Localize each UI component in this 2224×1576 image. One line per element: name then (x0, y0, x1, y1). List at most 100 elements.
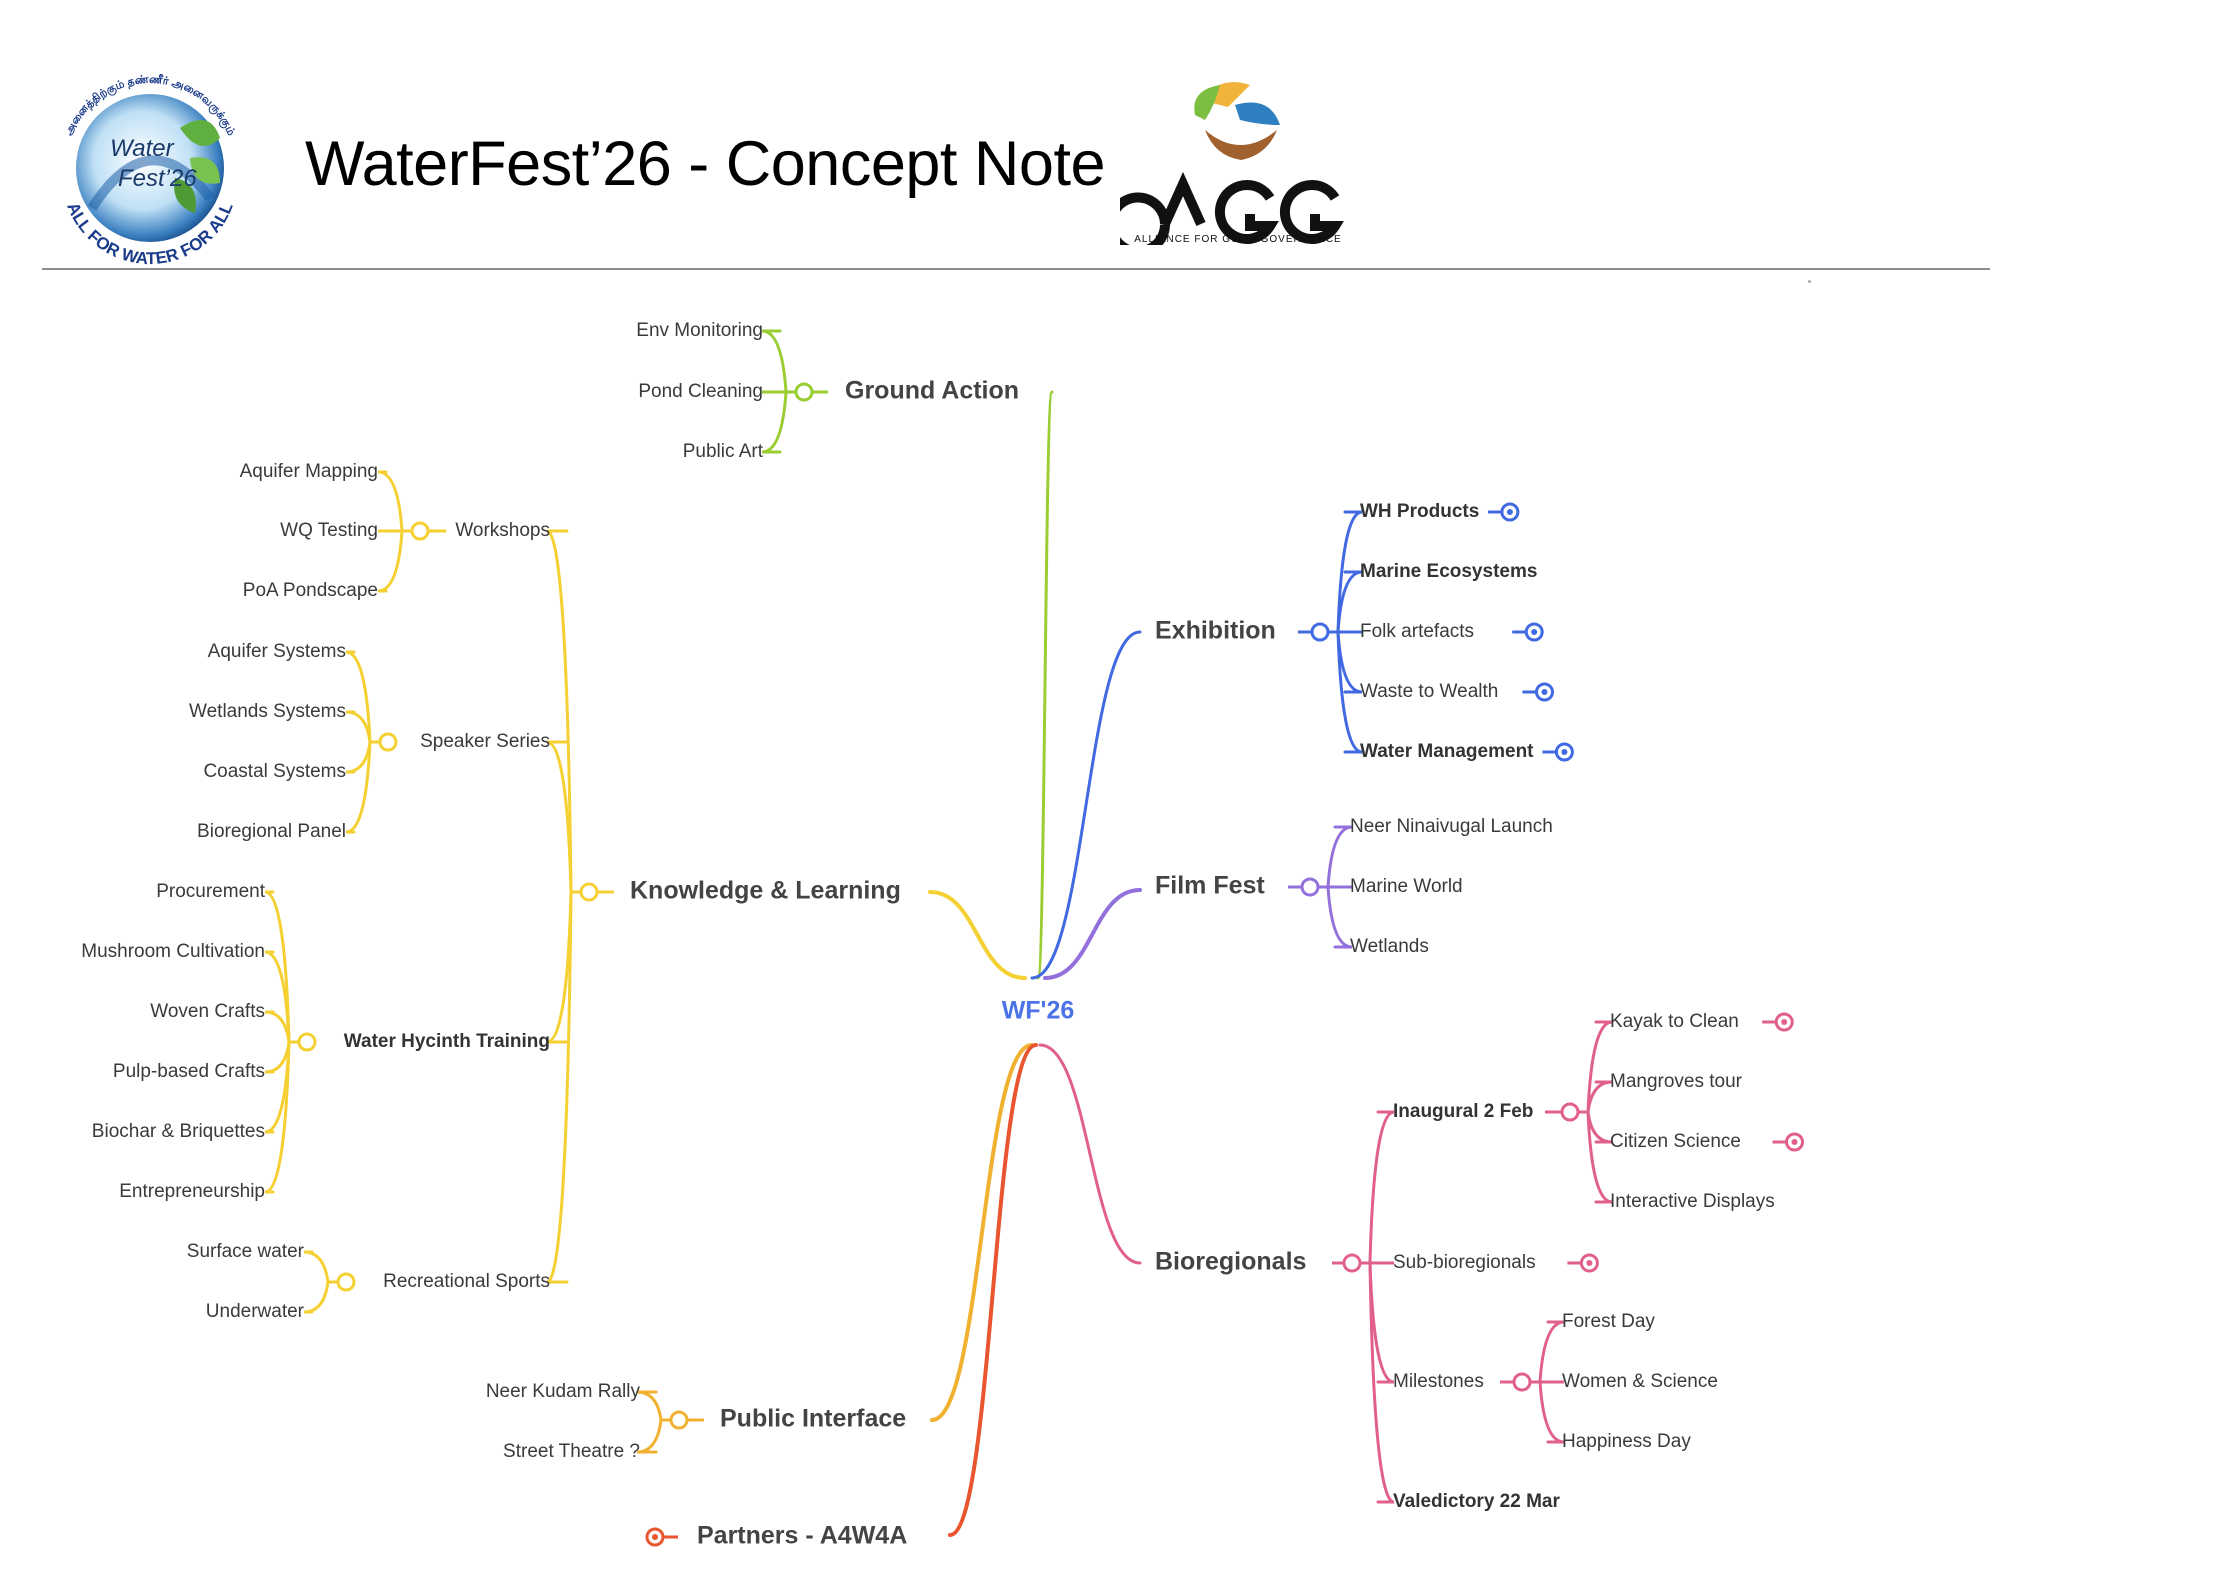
fan-line (761, 329, 806, 394)
exhibition-item: Folk artefacts (1360, 621, 1474, 642)
bioregionals-hub[interactable] (1342, 1253, 1362, 1273)
connector-line (1038, 1043, 1142, 1265)
partners-node: Partners - A4W4A (697, 1522, 907, 1550)
knowledge-leaf: Bioregional Panel (197, 821, 346, 842)
film-fest-node: Film Fest (1155, 872, 1265, 900)
fan-line (1318, 630, 1363, 754)
connector-line (930, 1043, 1034, 1422)
film-fest-item: Marine World (1350, 876, 1463, 897)
agg-caption: ALLIANCE FOR GOOD GOVERNANCE (1134, 234, 1341, 245)
fan-line (345, 740, 390, 834)
inaugural-item: Interactive Displays (1610, 1191, 1775, 1212)
knowledge-leaf: WQ Testing (280, 520, 378, 541)
public-interface-item: Neer Kudam Rally (486, 1381, 641, 1402)
ground-action-hub[interactable] (794, 382, 814, 402)
fan-line (546, 529, 591, 894)
logo-word-water: Water (110, 135, 175, 162)
link-icon-dot (1781, 1019, 1788, 1025)
knowledge-leaf: Procurement (156, 881, 265, 902)
knowledge-subtopic-hub[interactable] (336, 1272, 356, 1292)
fan-line (761, 390, 806, 454)
header-divider (42, 268, 1990, 270)
link-icon-dot (1531, 629, 1538, 635)
bioregionals-item: Sub-bioregionals (1393, 1252, 1536, 1273)
bioregionals-node: Bioregionals (1155, 1248, 1306, 1276)
knowledge-subtopic: Water Hycinth Training (344, 1031, 550, 1052)
fan-line (1308, 825, 1353, 889)
inaugural-hub[interactable] (1560, 1102, 1580, 1122)
exhibition-item: Waste to Wealth (1360, 681, 1498, 702)
knowledge-node: Knowledge & Learning (630, 877, 901, 905)
fan-line (264, 890, 309, 1044)
bioregionals-item: Valedictory 22 Mar (1393, 1491, 1560, 1512)
film-fest-item: Neer Ninaivugal Launch (1350, 816, 1553, 837)
knowledge-leaf: PoA Pondscape (243, 580, 378, 601)
link-icon-dot (1541, 689, 1548, 695)
fan-line (1520, 1380, 1565, 1444)
knowledge-leaf: Aquifer Mapping (240, 461, 378, 482)
logo-word-fest: Fest’26 (118, 165, 197, 192)
film-fest-hub[interactable] (1300, 877, 1320, 897)
knowledge-leaf: Aquifer Systems (208, 641, 346, 662)
exhibition-item: WH Products (1360, 501, 1479, 522)
knowledge-subtopic-hub[interactable] (410, 521, 430, 541)
agg-logo: ALLIANCE FOR GOOD GOVERNANCE (1106, 70, 1360, 257)
milestones-hub[interactable] (1512, 1372, 1532, 1392)
public-interface-node: Public Interface (720, 1405, 906, 1433)
exhibition-item: Marine Ecosystems (1360, 561, 1537, 582)
inaugural-item: Citizen Science (1610, 1131, 1741, 1152)
fan-line (1350, 1261, 1395, 1504)
knowledge-subtopic: Speaker Series (420, 731, 550, 752)
inaugural-item: Kayak to Clean (1610, 1011, 1739, 1032)
link-icon-dot (1586, 1260, 1593, 1266)
milestones-item: Happiness Day (1562, 1431, 1691, 1452)
knowledge-subtopic-hub[interactable] (378, 732, 398, 752)
exhibition-node: Exhibition (1155, 617, 1276, 645)
knowledge-subtopic: Workshops (455, 520, 550, 541)
fan-line (377, 529, 422, 593)
partners-link-dot (652, 1534, 658, 1540)
fan-line (377, 470, 422, 533)
fan-line (1350, 1110, 1395, 1265)
fan-line (546, 740, 591, 894)
connector-line (928, 890, 1027, 980)
fan-line (264, 1040, 309, 1194)
knowledge-leaf: Biochar & Briquettes (92, 1121, 265, 1142)
knowledge-leaf: Pulp-based Crafts (113, 1061, 265, 1082)
ground-action-node: Ground Action (845, 377, 1019, 405)
fan-line (1318, 570, 1363, 634)
bioregionals-item: Milestones (1393, 1371, 1484, 1392)
knowledge-leaf: Coastal Systems (203, 761, 346, 782)
ground-action-item: Pond Cleaning (638, 381, 763, 402)
link-icon-dot (1506, 509, 1513, 515)
fan-line (1568, 1110, 1613, 1204)
connector-line (1043, 888, 1142, 980)
knowledge-subtopic-hub[interactable] (297, 1032, 317, 1052)
fan-line (1520, 1320, 1565, 1384)
knowledge-leaf: Entrepreneurship (119, 1181, 265, 1202)
inaugural-item: Mangroves tour (1610, 1071, 1743, 1092)
knowledge-leaf: Woven Crafts (150, 1001, 265, 1022)
connector-line (1030, 630, 1142, 980)
knowledge-leaf: Wetlands Systems (189, 701, 346, 722)
fan-line (303, 1280, 348, 1314)
waterfest-logo: Water Fest’26 அனைத்திற்கும் தண்ணீர் அனைவ… (40, 58, 260, 278)
knowledge-subtopic: Recreational Sports (383, 1271, 550, 1292)
film-fest-item: Wetlands (1350, 936, 1429, 957)
knowledge-leaf: Mushroom Cultivation (81, 941, 265, 962)
link-icon-dot (1791, 1139, 1798, 1145)
knowledge-leaf: Underwater (206, 1301, 305, 1322)
fan-line (1308, 885, 1353, 949)
knowledge-hub[interactable] (579, 882, 599, 902)
bioregionals-item: Inaugural 2 Feb (1393, 1101, 1533, 1122)
public-interface-hub[interactable] (669, 1410, 689, 1430)
exhibition-hub[interactable] (1310, 622, 1330, 642)
fan-line (636, 1418, 681, 1454)
connector-line (948, 1043, 1038, 1537)
ground-action-item: Public Art (683, 441, 764, 462)
exhibition-item: Water Management (1360, 741, 1534, 762)
divider-dot (1808, 280, 1811, 283)
milestones-item: Forest Day (1562, 1311, 1655, 1332)
